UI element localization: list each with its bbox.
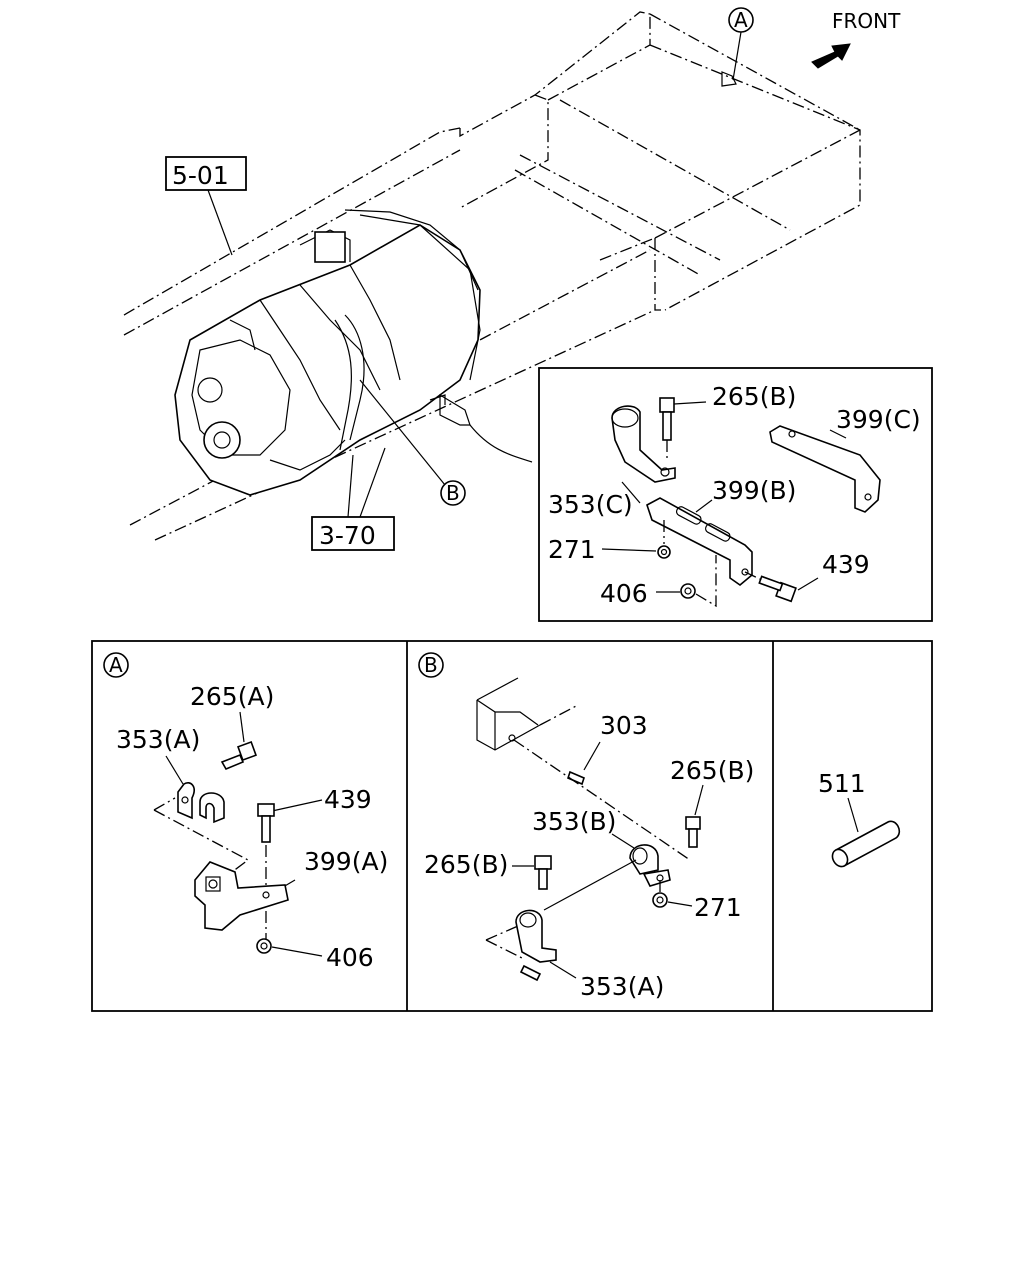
- part-265b-bolt-right: [685, 816, 701, 848]
- part-303-pin: [567, 770, 585, 786]
- front-indicator: FRONT: [811, 9, 901, 69]
- callout-271: 271: [548, 535, 596, 564]
- part-353c-clamp: [611, 405, 676, 483]
- part-406-nut-inset: 406: [600, 555, 717, 608]
- part-511-sleeve: [831, 820, 901, 868]
- part-353a-clamp: [177, 782, 225, 824]
- ref-box-transmission: 3-70: [311, 447, 395, 551]
- front-arrow-icon: [811, 43, 851, 69]
- panel-a-label-399a: 399(A): [304, 847, 388, 876]
- part-439-bolt-inset: 439: [744, 550, 870, 603]
- part-399a-bracket: [194, 861, 289, 931]
- part-303-pin-lower: [519, 964, 542, 982]
- part-265b-bolt-left: [534, 855, 552, 890]
- panel-a: A 265(A) 353(A) 439 399(A): [103, 652, 388, 972]
- detail-inset: 265(B) 399(C) 399(B) 353(C) 271: [538, 367, 933, 622]
- ref-box-frame-text: 5-01: [172, 161, 229, 190]
- part-399c-bracket: 399(C): [769, 405, 921, 513]
- part-353a-clamp-b: [515, 909, 557, 963]
- panel-b-label-353a: 353(A): [580, 972, 664, 1001]
- front-label: FRONT: [832, 9, 901, 33]
- part-399b-bracket: 399(B): [646, 476, 796, 587]
- panel-a-label-265a: 265(A): [190, 682, 274, 711]
- callout-265b: 265(B): [712, 382, 796, 411]
- panel-c-label-511: 511: [818, 769, 866, 798]
- part-406-nut: [256, 938, 272, 954]
- bottom-panels: [91, 640, 933, 1012]
- callout-399b: 399(B): [712, 476, 796, 505]
- callout-439: 439: [822, 550, 870, 579]
- marker-b-main: B: [359, 379, 466, 506]
- panel-b-marker: B: [424, 653, 438, 677]
- ref-box-frame: 5-01: [165, 156, 247, 256]
- panel-a-label-439: 439: [324, 785, 372, 814]
- panel-b-label-271: 271: [694, 893, 742, 922]
- panel-b: B 303 265(B) 353(B) 265(B): [418, 652, 754, 1001]
- panel-c: 511: [818, 769, 901, 868]
- panel-b-label-265b-right: 265(B): [670, 756, 754, 785]
- panel-b-label-303: 303: [600, 711, 648, 740]
- marker-a-top-text: A: [734, 8, 748, 32]
- ref-box-transmission-text: 3-70: [319, 521, 376, 550]
- callout-406: 406: [600, 579, 648, 608]
- part-353b-clamp: [629, 844, 671, 887]
- transmission-assembly: [174, 209, 533, 496]
- panel-a-label-353a: 353(A): [116, 725, 200, 754]
- marker-a-top: A: [721, 7, 754, 87]
- part-265b-bolt-inset: 265(B): [659, 382, 796, 462]
- callout-353c: 353(C): [548, 490, 633, 519]
- callout-399c: 399(C): [836, 405, 921, 434]
- frame-section: [476, 677, 579, 751]
- marker-b-main-text: B: [446, 481, 460, 505]
- panel-a-label-406: 406: [326, 943, 374, 972]
- part-271-nut: [652, 892, 668, 908]
- panel-b-label-353b: 353(B): [532, 807, 616, 836]
- part-265a-bolt: [220, 741, 257, 771]
- panel-b-label-265b-left: 265(B): [424, 850, 508, 879]
- part-271-nut-inset: 271: [548, 520, 671, 564]
- panel-a-marker: A: [109, 653, 123, 677]
- part-439-bolt: [257, 803, 275, 843]
